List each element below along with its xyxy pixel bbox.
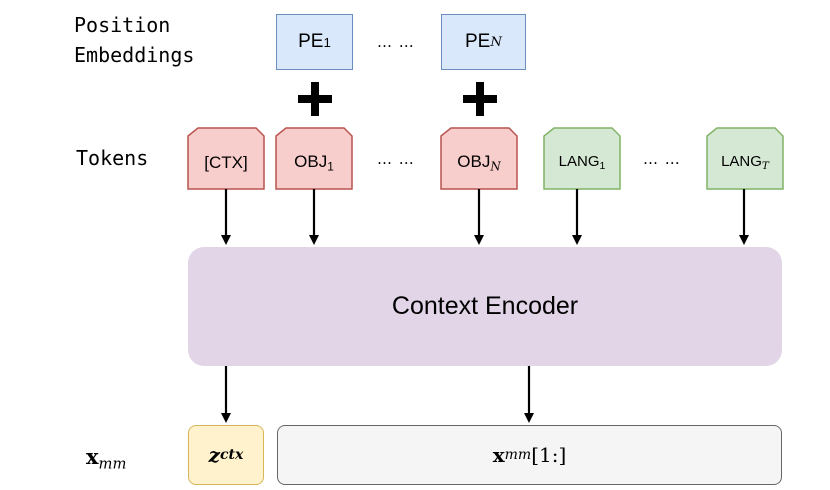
token-lang-t: LANGT: [721, 152, 769, 173]
obj-ellipsis: … …: [377, 150, 415, 168]
token-shape-lang-t: [706, 127, 784, 190]
plus-icon: [463, 82, 497, 116]
tokens-label: Tokens: [76, 146, 149, 170]
token-shape-ctx: [187, 127, 265, 190]
token-lang-1: LANG1: [558, 152, 606, 173]
token-shape-lang-1: [543, 127, 621, 190]
token-shape-obj-n: [440, 127, 518, 190]
position-embeddings-label: Position Embeddings: [74, 13, 195, 67]
token-shape-obj-1: [275, 127, 353, 190]
lang-ellipsis: … …: [643, 150, 681, 168]
xmm-label: xmm: [86, 444, 127, 473]
token-obj-n: OBJN: [457, 151, 501, 174]
pe-ellipsis: … …: [377, 33, 415, 51]
token-ctx: [CTX]: [204, 152, 248, 172]
token-obj-1: OBJ1: [294, 151, 334, 174]
context-encoder-block: Context Encoder: [188, 247, 782, 366]
context-encoder-label: Context Encoder: [391, 292, 579, 320]
plus-icon: [298, 82, 332, 116]
